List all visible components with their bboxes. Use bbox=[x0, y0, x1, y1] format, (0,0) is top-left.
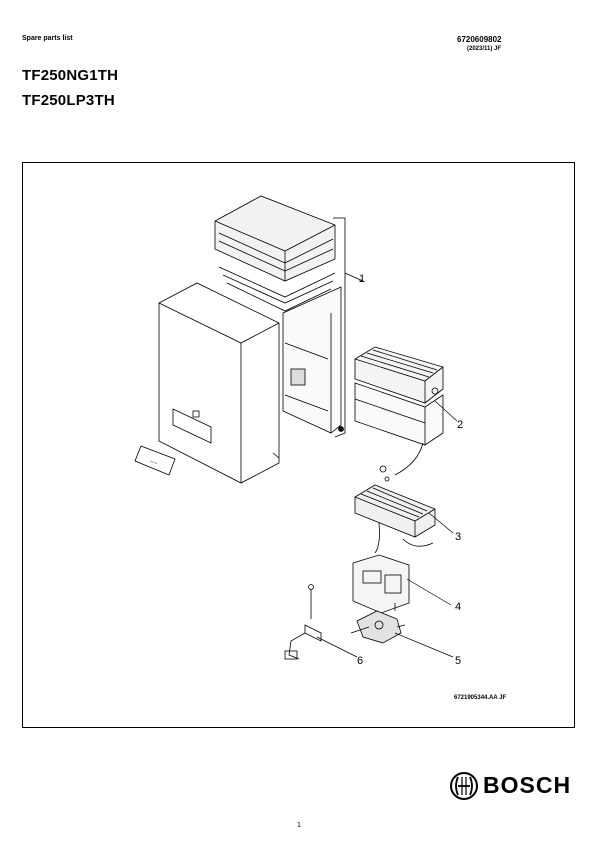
callout-4: 4 bbox=[455, 601, 462, 613]
part-2-heat-exchanger bbox=[354, 346, 444, 482]
exploded-view-frame: ~~ bbox=[22, 162, 575, 728]
callout-3: 3 bbox=[455, 531, 462, 543]
part-4-control-plate bbox=[352, 554, 410, 614]
drawing-reference: 6721905344.AA JF bbox=[454, 695, 507, 701]
callout-2: 2 bbox=[457, 419, 464, 431]
callout-5: 5 bbox=[455, 655, 462, 667]
front-casing: ~~ bbox=[134, 282, 280, 484]
exploded-view-drawing: ~~ bbox=[134, 195, 458, 660]
bosch-logo: BOSCH bbox=[449, 770, 579, 802]
document-info: 6720609802 (2023/11) JF bbox=[457, 35, 502, 52]
document-type: Spare parts list bbox=[22, 35, 73, 42]
model-name-1: TF250NG1TH bbox=[22, 67, 119, 84]
brand-name: BOSCH bbox=[483, 772, 572, 798]
part-5-gas-valve bbox=[350, 610, 406, 644]
callout-1: 1 bbox=[359, 273, 366, 285]
document-number: 6720609802 bbox=[457, 35, 502, 44]
document-date: (2023/11) JF bbox=[467, 46, 502, 52]
leader-lines bbox=[316, 280, 458, 658]
callout-6: 6 bbox=[357, 655, 364, 667]
bosch-armature-icon bbox=[450, 772, 478, 800]
part-3-burner bbox=[354, 484, 436, 554]
part-1-hood-frame bbox=[214, 195, 364, 438]
part-6-electrode bbox=[284, 584, 322, 660]
page-number: 1 bbox=[297, 822, 301, 829]
svg-text:~~: ~~ bbox=[148, 458, 158, 468]
model-name-2: TF250LP3TH bbox=[22, 92, 115, 109]
